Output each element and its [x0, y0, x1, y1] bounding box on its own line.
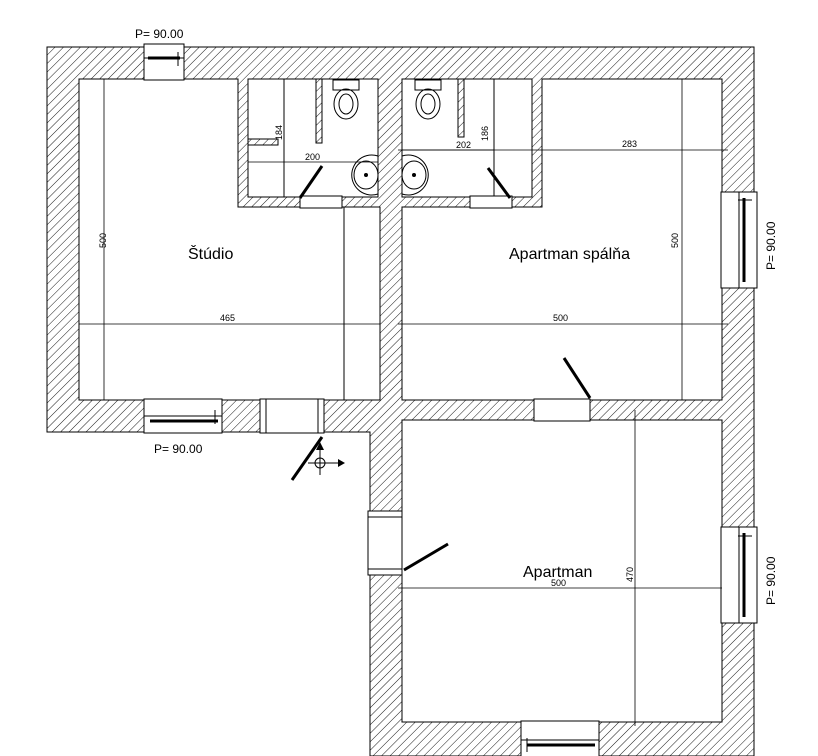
window-label-bottom-left: P= 90.00 — [154, 442, 203, 456]
sink-icon — [401, 154, 429, 196]
window-label-right-lower: P= 90.00 — [764, 556, 778, 605]
bath-partition-right — [457, 78, 465, 138]
dim-label-bath1-height: 184 — [274, 125, 284, 140]
room-label-studio: Štúdio — [188, 244, 233, 263]
window-label-top-left: P= 90.00 — [135, 27, 184, 41]
dim-label-bedroom-width: 500 — [553, 313, 568, 323]
window-right-lower — [720, 526, 758, 624]
dim-label-studio-height: 500 — [98, 233, 108, 248]
door-apartment — [367, 510, 449, 576]
entrance-marker-icon — [308, 442, 345, 475]
toilet-icon — [332, 79, 360, 120]
dim-label-bedroom-height: 500 — [670, 233, 680, 248]
dim-label-apartment-height: 470 — [625, 567, 635, 582]
bath-partition-left-stub — [247, 138, 279, 146]
window-bottom-left — [143, 398, 223, 434]
window-top-left — [143, 43, 185, 81]
dim-label-bath2-width: 202 — [456, 140, 471, 150]
door-bath1 — [298, 165, 343, 209]
dim-label-bath1-width: 200 — [305, 152, 320, 162]
door-entrance-studio — [259, 398, 325, 481]
exterior-walls — [46, 46, 755, 756]
dim-label-bedroom-upper: 283 — [622, 139, 637, 149]
sink-icon — [351, 154, 379, 196]
door-bedroom — [533, 357, 592, 422]
door-bath2 — [469, 167, 513, 209]
dim-label-apartment-width: 500 — [551, 578, 566, 588]
dim-label-studio-width: 465 — [220, 313, 235, 323]
bath-partition-left — [315, 78, 323, 144]
window-label-right-upper: P= 90.00 — [764, 221, 778, 270]
room-label-apartment: Apartman — [523, 564, 592, 581]
room-label-bedroom: Apartman spálňa — [509, 246, 630, 263]
window-bottom — [520, 720, 600, 756]
toilet-icon — [414, 79, 442, 120]
window-right-upper — [720, 191, 758, 289]
dim-label-bath2-height: 186 — [480, 126, 490, 141]
